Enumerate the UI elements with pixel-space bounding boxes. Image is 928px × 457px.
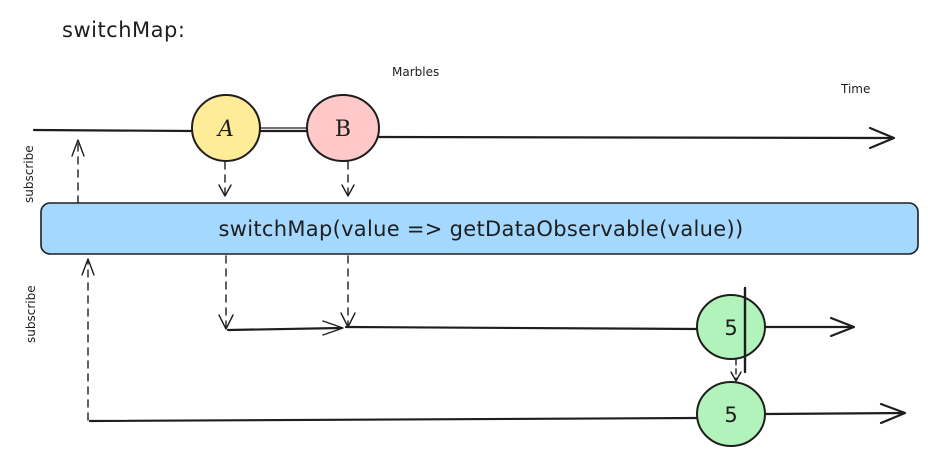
output-timeline-arrowhead [879,402,907,425]
output-timeline [88,402,907,425]
time-label: Time [840,82,870,96]
marble-b: B [306,94,380,162]
subscribe-arrow-lower [81,258,95,421]
inner-marble-circle [696,294,766,360]
marble-b-label: B [335,117,351,142]
marble-a-label: A [216,117,234,142]
marbles-label: Marbles [392,65,439,79]
marble-a-circle [191,94,261,162]
output-marble-label: 5 [724,403,737,427]
output-marble-circle [696,381,766,447]
operator-to-inner-arrows [218,255,356,330]
marble-to-operator-arrows [218,161,355,197]
source-timeline-arrowhead [868,126,896,150]
inner-to-output-arrow [730,359,742,382]
output-marble-5: 5 [696,381,766,447]
subscribe-label-upper: subscribe [22,145,36,203]
operator-box-bg [40,202,919,255]
inner-timeline-arrowhead [829,316,856,338]
subscribe-label-lower: subscribe [24,285,38,343]
subscribe-arrow-upper [71,139,85,204]
diagram-title: switchMap: [62,18,185,42]
inner-marble-label: 5 [724,316,737,340]
marble-b-circle [306,94,380,162]
operator-box: switchMap(value => getDataObservable(val… [40,202,919,255]
source-timeline [32,126,896,150]
inner-timeline [226,316,856,338]
marble-a: A [191,94,261,162]
operator-label: switchMap(value => getDataObservable(val… [219,217,744,241]
inner-marble-5: 5 [696,286,766,374]
